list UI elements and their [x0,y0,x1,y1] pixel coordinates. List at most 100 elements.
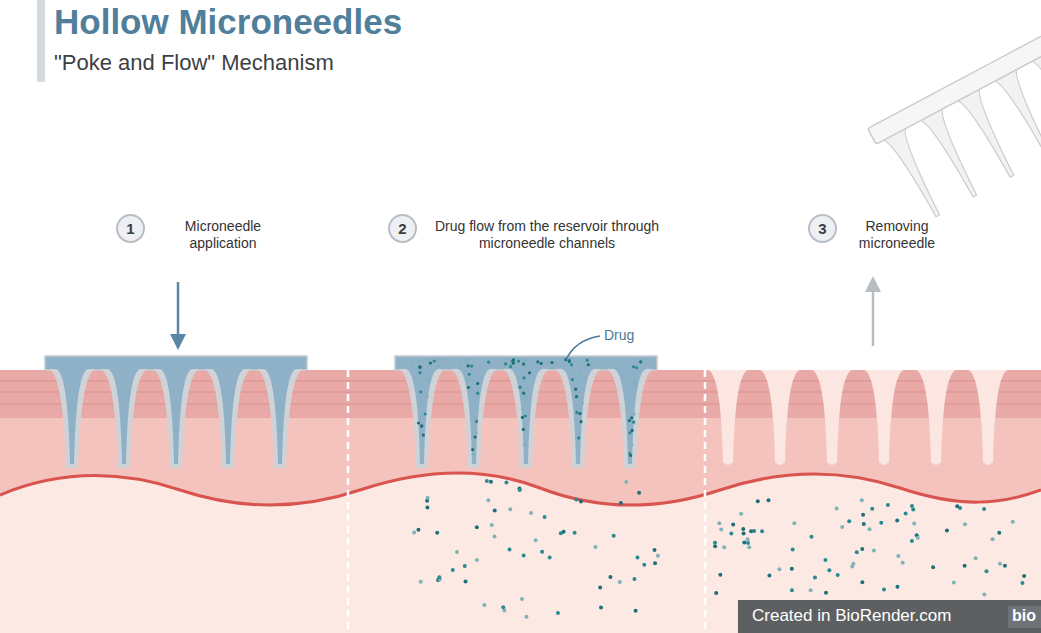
drug-dot [637,491,641,495]
drug-dot [719,527,723,531]
remove-arrow [865,276,881,346]
drug-dot [556,611,560,615]
drug-dot [861,513,865,517]
drug-dot [1003,564,1007,568]
patch-needle [993,67,1041,163]
drug-dot [879,521,883,525]
drug-dot [475,420,478,423]
needle-channel [108,369,140,464]
drug-dot [809,588,813,592]
subtitle: "Poke and Flow" Mechanism [54,50,334,76]
needle-channel [56,369,88,464]
drug-dot [747,545,751,549]
drug-dot [464,580,468,584]
drug-dot [501,605,505,609]
drug-dot [741,527,745,531]
drug-dot [418,366,421,369]
drug-dot [473,435,476,438]
drug-dot [487,361,490,364]
drug-dot [540,362,543,365]
drug-dot [872,549,876,553]
drug-dot [508,547,512,551]
drug-dot [547,361,550,364]
drug-dot [901,561,905,565]
patch-outline [45,356,307,370]
drug-dot [475,525,479,529]
dermis [0,370,1041,633]
drug-dot [714,591,718,595]
drug-dot [847,519,851,523]
drug-dot [418,371,421,374]
drug-dot [518,386,521,389]
drug-dot [860,580,864,584]
drug-dot [433,359,436,362]
drug-dot [882,588,886,592]
drug-dot [437,575,441,579]
drug-dot [543,515,547,519]
drug-dot [713,544,717,548]
drug-dot [587,363,590,366]
drug-dot [767,574,771,578]
needle-channel [510,369,542,464]
drug-dot [418,365,421,368]
drug-dot [809,535,813,539]
drug-dot [512,361,515,364]
drug-dot [472,453,475,456]
skin-hole [864,370,904,465]
drug-dot [722,545,726,549]
drug-dot [982,593,986,597]
drug-dot [429,361,432,364]
drug-dot [850,565,854,569]
drug-dot [451,568,455,572]
needle-wall [48,369,96,468]
drug-dot [632,577,636,581]
drug-dot [529,511,533,515]
drug-dot [425,505,429,509]
drug-dot [974,556,978,560]
callout-number: 1 [126,220,134,237]
drug-dot [471,448,474,451]
needle-wall [502,369,550,468]
drug-dot [916,536,920,540]
drug-dot [998,562,1002,566]
drug-dot [945,528,949,532]
drug-dot [632,365,635,368]
drug-dot [475,558,479,562]
drug-dot [579,420,582,423]
needle-channel [458,369,490,464]
drug-dot [548,555,552,559]
drug-dot [642,563,646,567]
needle-wall [450,369,498,468]
drug-dot [612,534,616,538]
drug-dot [895,518,899,522]
drug-dot [534,538,538,542]
needle-channel [614,369,646,464]
drug-dot [476,392,479,395]
drug-dot [963,522,967,526]
drug-dot [512,358,515,361]
drug-dot [931,565,935,569]
drug-dot [463,564,467,568]
drug-dot [746,537,750,541]
drug-dot [823,558,827,562]
drug-dot [824,591,828,595]
drug-dot [840,525,844,529]
drug-dot [490,523,494,527]
drug-dot [717,521,721,525]
drug-dot [521,416,524,419]
drug-dot [813,576,817,580]
drug-dot [504,362,507,365]
step-circle: 3 [808,214,837,243]
drug-dot [459,365,462,368]
drug-dot [581,401,584,404]
drug-dot [522,376,525,379]
drug-dot [435,531,439,535]
drug-dot [634,609,638,613]
drug-dot [419,390,422,393]
drug-dot [573,531,577,535]
drug-dot [586,359,589,362]
drug-dot [443,358,446,361]
drug-dot [426,496,430,500]
drug-dot [441,366,444,369]
drug-dot [862,522,866,526]
